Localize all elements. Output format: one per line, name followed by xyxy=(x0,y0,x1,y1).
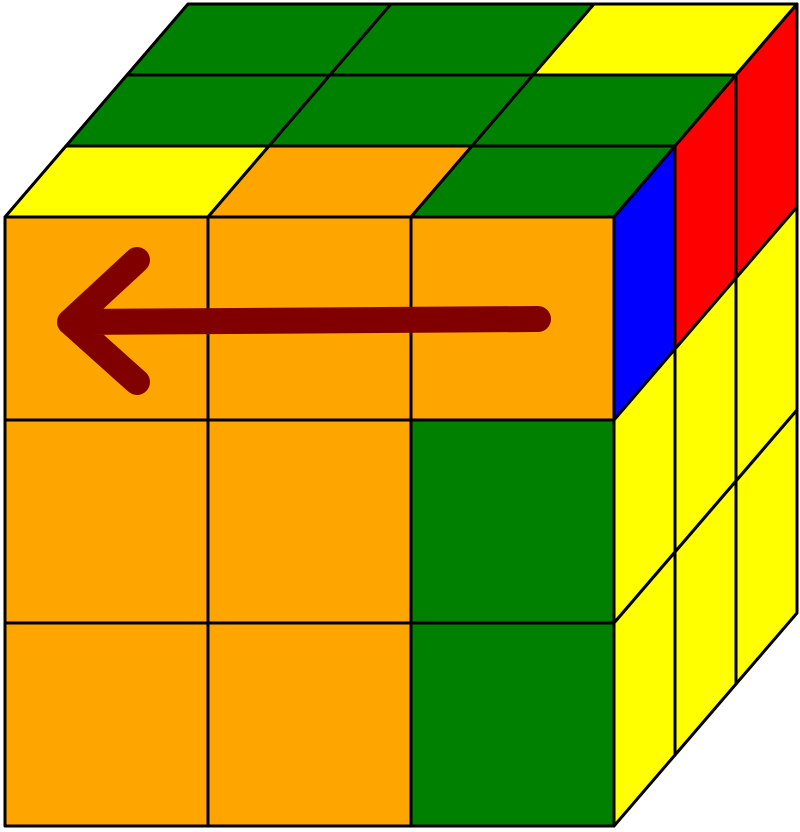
front-sticker xyxy=(206,418,413,625)
left-arrow-icon xyxy=(57,247,551,395)
right-face xyxy=(612,2,799,828)
front-sticker xyxy=(206,621,413,828)
top-face xyxy=(3,2,799,219)
front-sticker xyxy=(409,418,616,625)
front-sticker xyxy=(409,621,616,828)
front-sticker xyxy=(3,418,210,625)
move-arrow xyxy=(57,247,551,395)
front-face xyxy=(3,215,616,828)
front-sticker xyxy=(3,621,210,828)
right-sticker xyxy=(734,408,799,686)
